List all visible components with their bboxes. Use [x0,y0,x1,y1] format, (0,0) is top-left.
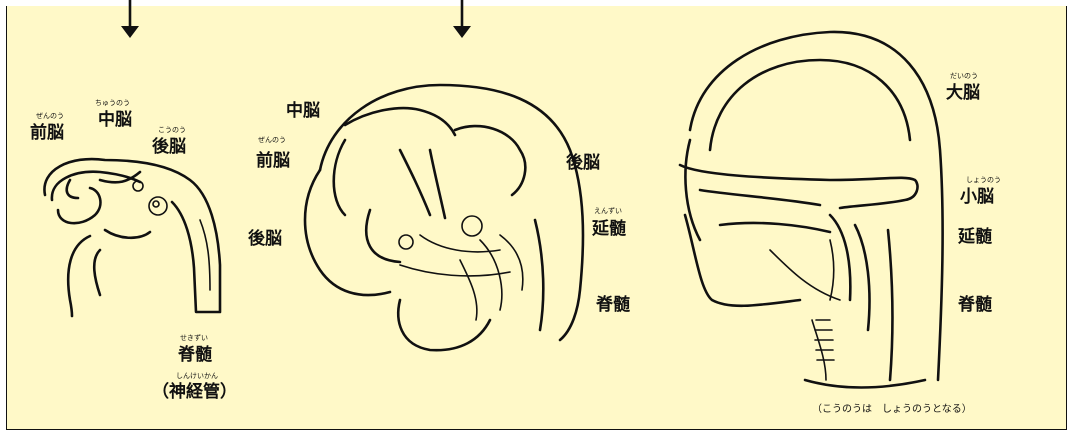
stage3-cerebrum-label: 大脳 [946,82,980,103]
stage2-afterbrain-label: 後脳 [566,152,600,173]
stage2-medulla-label: 延髄 [591,218,627,239]
fetal-brain-drawing [305,85,583,350]
stage1-forebrain-ruby: ぜんのう [36,112,64,120]
stage2-medulla-ruby: えんずい [594,206,622,215]
stage2-forebrain-label: 前脳 [256,150,290,171]
stage1-hindbrain-ruby: こうのう [158,126,186,134]
stage2-midbrain-label: 中脳 [286,100,320,121]
stage3-cerebellum-ruby: しょうのう [966,176,1001,184]
adult-head-brain-drawing [680,32,943,388]
stage3-medulla-label: 延髄 [957,226,993,247]
stage3-spinal-label: 脊髄 [957,294,993,315]
stage2-forebrain-ruby: ぜんのう [258,136,286,144]
stage3-caption: （こうのうは しょうのうとなる） [812,403,972,415]
stage1-spinal-label: 脊髄 [177,344,213,365]
stage1-forebrain-label: 前脳 [30,122,64,143]
down-arrow-1 [121,0,139,38]
stage1-neural-tube-label: （神経管） [152,381,237,402]
stage2-hindbrain-label: 後脳 [248,228,282,249]
stage2-spinal-label: 脊髄 [595,294,631,315]
down-arrow-2 [453,0,471,38]
stage3-cerebrum-ruby: だいのう [950,72,978,80]
stage1-midbrain-label: 中脳 [98,109,132,130]
stage1-midbrain-ruby: ちゅうのう [95,99,130,107]
stage1-neural-tube-ruby: しんけいかん [176,372,218,380]
embryo-neural-tube-drawing [44,159,220,316]
stage1-hindbrain-label: 後脳 [152,136,186,157]
stage1-spinal-ruby: せきずい [180,333,208,342]
stage3-cerebellum-label: 小脳 [960,187,994,207]
